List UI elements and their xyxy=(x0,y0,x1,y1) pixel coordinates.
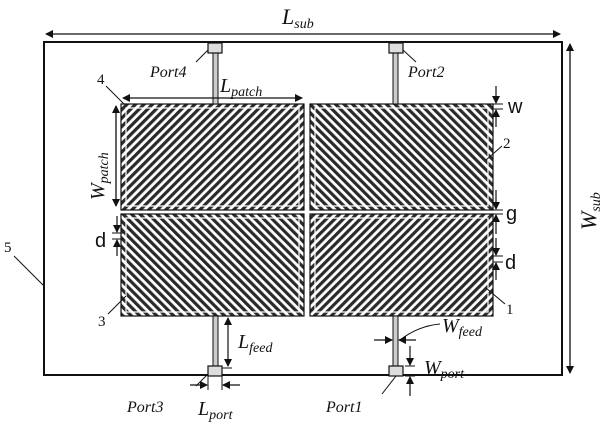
callout-2: 2 xyxy=(503,136,511,152)
callout-3: 3 xyxy=(98,314,106,330)
wfeed-label: Wfeed xyxy=(442,315,483,340)
port4-block xyxy=(207,42,223,54)
lport-label: Lport xyxy=(197,398,234,423)
callout-4: 4 xyxy=(97,72,105,88)
patch-array xyxy=(120,103,494,317)
patch-2 xyxy=(309,103,494,211)
patch-3 xyxy=(120,213,305,317)
feed-line-port2 xyxy=(392,51,399,105)
wport-label: Wport xyxy=(424,357,465,382)
d-right-label: d xyxy=(505,252,516,274)
w-label: w xyxy=(507,96,523,118)
feed-line-port4 xyxy=(212,51,219,105)
port2-block xyxy=(388,42,404,54)
lpatch-label: Lpatch xyxy=(219,75,262,100)
callout-5: 5 xyxy=(4,240,12,256)
port1-block xyxy=(388,365,404,377)
lsub-label: Lsub xyxy=(281,4,314,32)
patch-1 xyxy=(309,213,494,317)
wsub-label: Wsub xyxy=(576,192,600,230)
feed-line-port1 xyxy=(392,315,399,369)
port2-label: Port2 xyxy=(407,64,444,81)
substrate xyxy=(43,41,563,376)
patch-4 xyxy=(120,103,305,211)
callout-1: 1 xyxy=(506,302,514,318)
lfeed-label: Lfeed xyxy=(237,331,273,356)
d-left-label: d xyxy=(95,230,106,252)
port3-block xyxy=(207,365,223,377)
port4-label: Port4 xyxy=(149,64,186,81)
feed-line-port3 xyxy=(212,315,219,369)
wpatch-label: Wpatch xyxy=(87,152,112,200)
g-label: g xyxy=(506,203,517,225)
port3-label: Port3 xyxy=(126,399,163,416)
port1-label: Port1 xyxy=(325,399,362,416)
